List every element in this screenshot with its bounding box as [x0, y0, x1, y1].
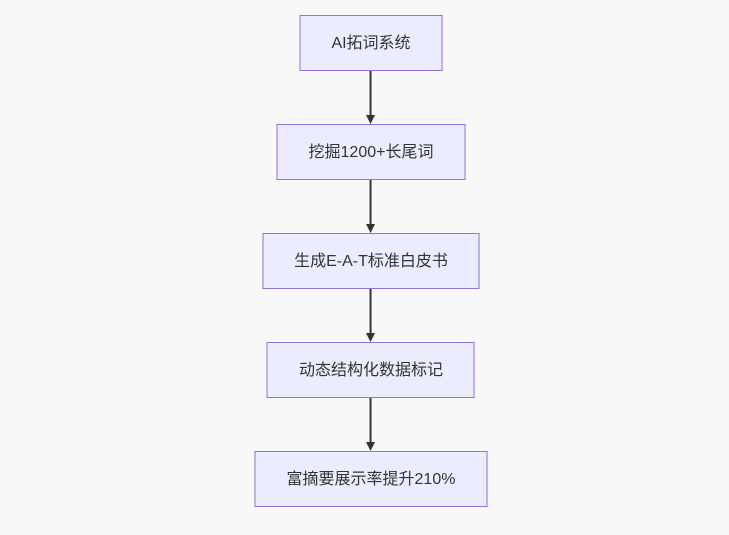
- flow-node-structured-data-markup: 动态结构化数据标记: [266, 342, 475, 398]
- flowchart: AI拓词系统 挖掘1200+长尾词 生成E-A-T标准白皮书 动态结构化数据标记…: [254, 15, 488, 507]
- flow-edge-d-e: [366, 398, 376, 451]
- flow-node-rich-snippet-uplift: 富摘要展示率提升210%: [254, 451, 488, 507]
- flow-edge-b-c: [366, 180, 376, 233]
- flow-node-eat-whitepaper: 生成E-A-T标准白皮书: [262, 233, 480, 289]
- arrowhead-down-icon: [366, 442, 376, 451]
- flow-edge-a-b: [366, 71, 376, 124]
- arrowhead-down-icon: [366, 224, 376, 233]
- arrowhead-down-icon: [366, 115, 376, 124]
- flow-node-ai-keyword-system: AI拓词系统: [299, 15, 443, 71]
- flow-edge-c-d: [366, 289, 376, 342]
- node-label: 动态结构化数据标记: [298, 361, 443, 379]
- node-label: 生成E-A-T标准白皮书: [294, 252, 448, 270]
- flow-node-longtail-mining: 挖掘1200+长尾词: [276, 124, 466, 180]
- node-label: AI拓词系统: [331, 34, 411, 52]
- node-label: 富摘要展示率提升210%: [286, 470, 456, 488]
- arrowhead-down-icon: [366, 333, 376, 342]
- node-label: 挖掘1200+长尾词: [308, 143, 434, 161]
